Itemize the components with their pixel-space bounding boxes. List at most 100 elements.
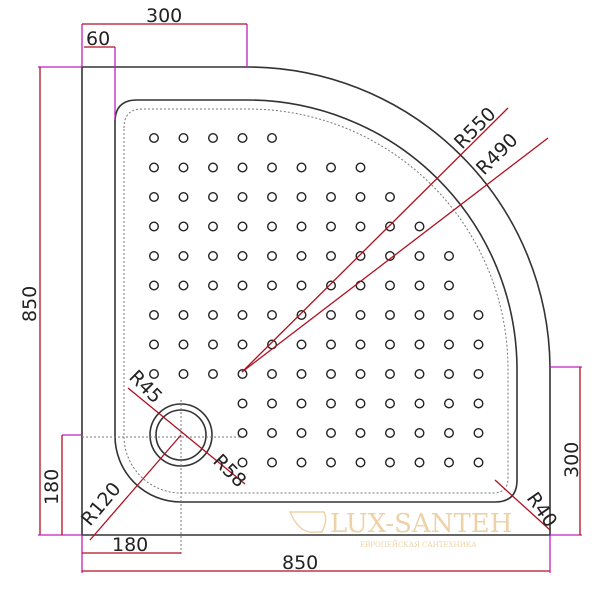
dim-label-left-180: 180 bbox=[41, 469, 63, 505]
tray-basin-outline bbox=[114, 99, 518, 503]
anti-slip-dot bbox=[148, 191, 159, 202]
anti-slip-dot bbox=[207, 280, 218, 291]
anti-slip-dot bbox=[326, 310, 337, 321]
anti-slip-dot bbox=[355, 428, 366, 439]
watermark-brand: LUX-SANTEH bbox=[330, 509, 512, 539]
anti-slip-dot bbox=[355, 250, 366, 261]
watermark-tagline: ЕВРОПЕЙСКАЯ САНТЕХНИКА bbox=[360, 540, 477, 549]
anti-slip-dot bbox=[178, 250, 189, 261]
anti-slip-dot bbox=[148, 132, 159, 143]
anti-slip-dot bbox=[296, 191, 307, 202]
anti-slip-dot bbox=[237, 428, 248, 439]
anti-slip-dot bbox=[267, 132, 278, 143]
anti-slip-dot bbox=[414, 398, 425, 409]
anti-slip-dot bbox=[296, 250, 307, 261]
anti-slip-dot bbox=[267, 310, 278, 321]
anti-slip-dot bbox=[207, 369, 218, 380]
anti-slip-dot bbox=[148, 221, 159, 232]
anti-slip-dot bbox=[296, 457, 307, 468]
anti-slip-dot bbox=[326, 280, 337, 291]
anti-slip-dot bbox=[326, 369, 337, 380]
anti-slip-dot bbox=[444, 398, 455, 409]
anti-slip-dot bbox=[178, 310, 189, 321]
anti-slip-dot bbox=[414, 457, 425, 468]
anti-slip-dot bbox=[148, 310, 159, 321]
anti-slip-dot bbox=[444, 250, 455, 261]
anti-slip-dot bbox=[207, 191, 218, 202]
dim-label-right-300: 300 bbox=[561, 442, 583, 478]
anti-slip-dot bbox=[444, 339, 455, 350]
anti-slip-dot bbox=[148, 280, 159, 291]
anti-slip-dot bbox=[444, 280, 455, 291]
anti-slip-dot bbox=[444, 369, 455, 380]
anti-slip-dot bbox=[178, 280, 189, 291]
anti-slip-dot bbox=[414, 310, 425, 321]
anti-slip-dot bbox=[237, 310, 248, 321]
anti-slip-dot bbox=[473, 369, 484, 380]
anti-slip-dot bbox=[414, 428, 425, 439]
anti-slip-dot bbox=[296, 221, 307, 232]
anti-slip-dot bbox=[473, 310, 484, 321]
anti-slip-dot bbox=[237, 162, 248, 173]
anti-slip-dot bbox=[237, 132, 248, 143]
anti-slip-dot bbox=[237, 369, 248, 380]
anti-slip-dot bbox=[267, 191, 278, 202]
anti-slip-dot bbox=[178, 339, 189, 350]
anti-slip-dot bbox=[296, 310, 307, 321]
anti-slip-dot bbox=[267, 280, 278, 291]
anti-slip-dot bbox=[296, 369, 307, 380]
watermark-logo: LUX-SANTEH ЕВРОПЕЙСКАЯ САНТЕХНИКА bbox=[288, 509, 512, 549]
radius-line-corner bbox=[494, 479, 551, 531]
anti-slip-dot bbox=[326, 428, 337, 439]
anti-slip-dot bbox=[296, 162, 307, 173]
anti-slip-dot bbox=[148, 162, 159, 173]
anti-slip-dot bbox=[355, 162, 366, 173]
anti-slip-dot bbox=[326, 398, 337, 409]
anti-slip-dot bbox=[207, 132, 218, 143]
anti-slip-dot bbox=[326, 221, 337, 232]
anti-slip-dot bbox=[355, 369, 366, 380]
anti-slip-dot bbox=[267, 428, 278, 439]
anti-slip-dot bbox=[178, 221, 189, 232]
anti-slip-dot bbox=[355, 280, 366, 291]
dim-label-left-850: 850 bbox=[19, 286, 41, 322]
anti-slip-dot bbox=[385, 457, 396, 468]
anti-slip-dot bbox=[385, 310, 396, 321]
anti-slip-dot bbox=[355, 398, 366, 409]
radius-label-drain-corner: R120 bbox=[77, 478, 126, 530]
anti-slip-dot bbox=[414, 221, 425, 232]
dim-label-top-60: 60 bbox=[86, 28, 110, 50]
anti-slip-dot bbox=[355, 191, 366, 202]
tray-outline bbox=[81, 66, 551, 536]
anti-slip-dots bbox=[148, 132, 484, 468]
anti-slip-dot bbox=[178, 191, 189, 202]
anti-slip-dot bbox=[385, 398, 396, 409]
anti-slip-dot bbox=[326, 162, 337, 173]
radius-line-outer bbox=[241, 107, 509, 373]
anti-slip-dot bbox=[444, 310, 455, 321]
anti-slip-dot bbox=[473, 457, 484, 468]
anti-slip-dot bbox=[267, 369, 278, 380]
anti-slip-dot bbox=[444, 457, 455, 468]
anti-slip-dot bbox=[207, 250, 218, 261]
anti-slip-dot bbox=[326, 191, 337, 202]
anti-slip-dot bbox=[267, 162, 278, 173]
anti-slip-dot bbox=[207, 310, 218, 321]
radius-label-drain-inner: R45 bbox=[124, 366, 166, 408]
anti-slip-dot bbox=[207, 162, 218, 173]
anti-slip-dot bbox=[296, 428, 307, 439]
dim-label-bottom-180: 180 bbox=[112, 534, 148, 556]
dim-label-top-300: 300 bbox=[146, 5, 182, 27]
anti-slip-dot bbox=[237, 339, 248, 350]
anti-slip-dot bbox=[355, 339, 366, 350]
radius-label-drain-outer: R58 bbox=[208, 450, 250, 492]
bathtub-icon bbox=[288, 511, 327, 534]
anti-slip-dot bbox=[385, 280, 396, 291]
anti-slip-dot bbox=[207, 221, 218, 232]
anti-slip-dot bbox=[237, 250, 248, 261]
anti-slip-dot bbox=[414, 369, 425, 380]
anti-slip-dot bbox=[237, 398, 248, 409]
anti-slip-dot bbox=[385, 339, 396, 350]
radius-line-drain-corner bbox=[89, 434, 182, 541]
